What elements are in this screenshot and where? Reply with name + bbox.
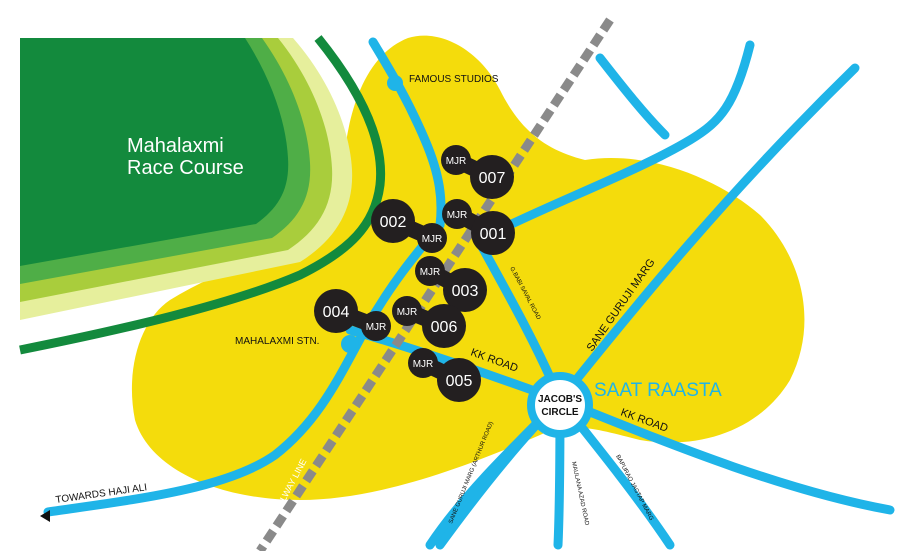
- map-pin-id: 007: [479, 170, 506, 187]
- map-pin-id: 001: [480, 226, 507, 243]
- map-pin-icon[interactable]: [471, 211, 515, 255]
- map-pin-icon[interactable]: [470, 155, 514, 199]
- map-pin-tag: MJR: [447, 210, 468, 221]
- map-pin-tag-bubble: [417, 223, 447, 253]
- map-pin-tag: MJR: [422, 234, 443, 245]
- road-kk-east: [555, 395, 895, 515]
- map-pin-id: 006: [431, 319, 458, 336]
- map-pin-001[interactable]: 001 MJR: [442, 199, 515, 255]
- map-pin-tag-bubble: [441, 145, 471, 175]
- saat-raasta-label: SAAT RAASTA: [594, 380, 722, 401]
- famous-studios-dot-icon[interactable]: [387, 75, 403, 91]
- jacobs-circle-label-1: JACOB'S: [538, 394, 582, 405]
- map-pin-003[interactable]: 003 MJR: [415, 256, 487, 312]
- map-pin-007[interactable]: 007 MJR: [441, 145, 514, 199]
- map-pin-tag: MJR: [420, 267, 441, 278]
- map-pin-tag-bubble: [361, 311, 391, 341]
- jacobs-circle-ring[interactable]: [527, 372, 593, 438]
- map-pin-tag: MJR: [366, 322, 387, 333]
- map-pin-tag: MJR: [397, 307, 418, 318]
- map-pin-tag-bubble: [408, 348, 438, 378]
- map-pin-id: 004: [323, 304, 350, 321]
- maulana-azad-road-label: MAULANA AZAD ROAD: [570, 461, 590, 526]
- race-course-field: [20, 38, 289, 266]
- yellow-zone: [131, 35, 805, 500]
- road-famous-studios-north: [368, 37, 446, 230]
- road-nne: [595, 53, 670, 140]
- bapurao-jagtap-marg-label: BAPURAO JAGTAP MARG: [614, 454, 654, 522]
- jacobs-circle-label-2: CIRCLE: [541, 407, 579, 418]
- mahalaxmi-stn-dot-icon[interactable]: [341, 335, 359, 353]
- map-pin-tag: MJR: [446, 156, 467, 167]
- map-pin-icon[interactable]: [422, 304, 466, 348]
- famous-studios-label: FAMOUS STUDIOS: [409, 74, 499, 85]
- race-course-outer-road: [19, 35, 386, 355]
- race-course-title-1: Mahalaxmi: [127, 135, 224, 157]
- arrow-left-icon: [40, 510, 50, 522]
- map-pin-tag-bubble: [392, 296, 422, 326]
- road-sane-guruji-marg: [555, 63, 860, 405]
- map-pin-006[interactable]: 006 MJR: [392, 296, 466, 348]
- road-to-mahalaxmi-stn: [43, 220, 445, 517]
- race-course-title-2: Race Course: [127, 157, 244, 179]
- map-pin-icon[interactable]: [371, 199, 415, 243]
- map-pin-icon[interactable]: [443, 268, 487, 312]
- map-pin-id: 005: [446, 373, 473, 390]
- map-pin-id: 002: [380, 214, 407, 231]
- map-pin-tag-bubble: [415, 256, 445, 286]
- road-north-east: [490, 40, 755, 237]
- map-pin-icon[interactable]: [314, 289, 358, 333]
- map-pin-005[interactable]: 005 MJR: [408, 348, 481, 402]
- map-pin-id: 003: [452, 283, 479, 300]
- railway-line: [256, 17, 614, 551]
- map-pin-tag: MJR: [413, 359, 434, 370]
- mahalaxmi-stn-label: MAHALAXMI STN.: [235, 336, 319, 347]
- map-pin-icon[interactable]: [437, 358, 481, 402]
- map-pin-tag-bubble: [442, 199, 472, 229]
